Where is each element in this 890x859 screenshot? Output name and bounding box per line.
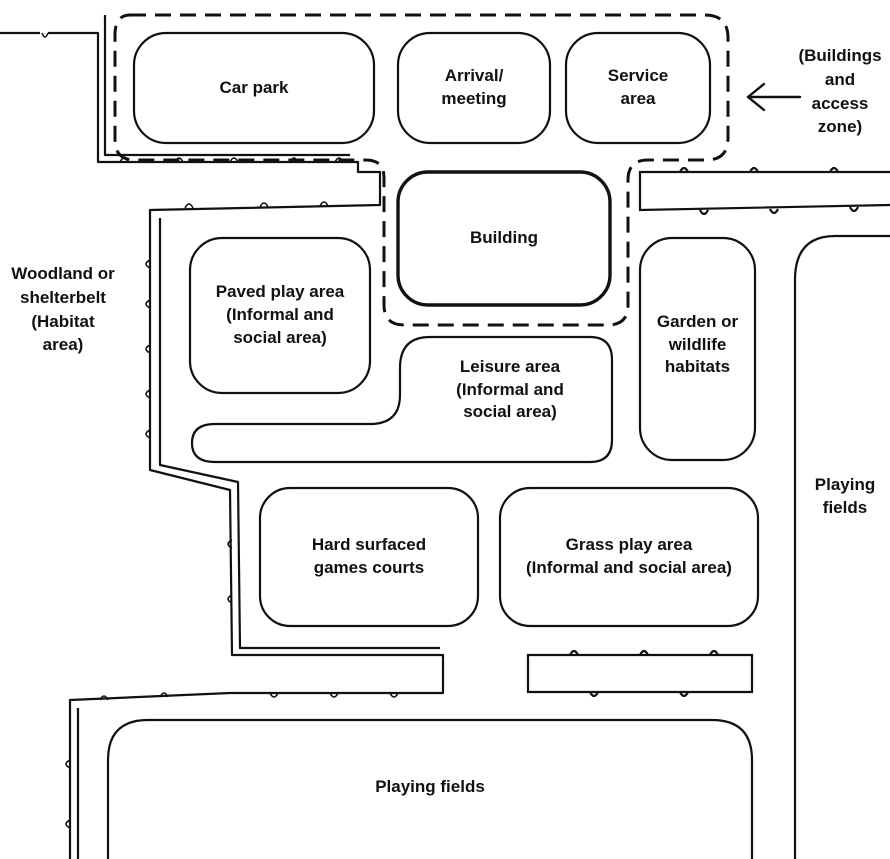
shelterbelt-boundary [0, 15, 445, 859]
building-shape [396, 170, 612, 307]
hedge-tufts [41, 32, 399, 829]
woodland-label: Woodland or shelterbelt (Habitat area) [11, 264, 115, 355]
building-label: Building [470, 228, 538, 248]
hard-courts-shape [258, 486, 480, 628]
car-park-label: Car park [219, 77, 289, 97]
buildings-access-zone-outline [113, 13, 730, 327]
leisure-area-label: Leisure area (Informal and social area) [456, 356, 564, 422]
arrival-meeting-shape [396, 31, 552, 145]
garden-wildlife-label: Garden or wildlife habitats [656, 311, 739, 377]
playing-fields-right-shape [793, 234, 890, 859]
garden-wildlife-shape [638, 236, 757, 462]
buildings-access-zone-label: (Buildings and access zone) [798, 46, 882, 137]
playing-fields-bottom-shape [106, 718, 754, 859]
car-park-shape [132, 31, 376, 145]
leisure-area-shape [190, 335, 614, 464]
playing-fields-bottom-label: Playing fields [375, 776, 485, 796]
paved-play-area-label: Paved play area (Informal and social are… [215, 282, 345, 347]
grass-play-area-shape [498, 486, 760, 628]
arrow-left-icon [746, 82, 802, 112]
playing-fields-right-label: Playing fields [814, 475, 876, 517]
middle-hedge-strip [526, 649, 754, 698]
arrival-meeting-label: Arrival/ meeting [441, 66, 507, 108]
service-area-label: Service area [607, 66, 669, 108]
service-area-shape [564, 31, 712, 145]
paved-play-area-shape [188, 236, 372, 395]
right-hedge-strip [638, 166, 890, 216]
hard-courts-label: Hard surfaced games courts [311, 535, 427, 577]
grass-play-area-label: Grass play area (Informal and social are… [526, 535, 732, 577]
